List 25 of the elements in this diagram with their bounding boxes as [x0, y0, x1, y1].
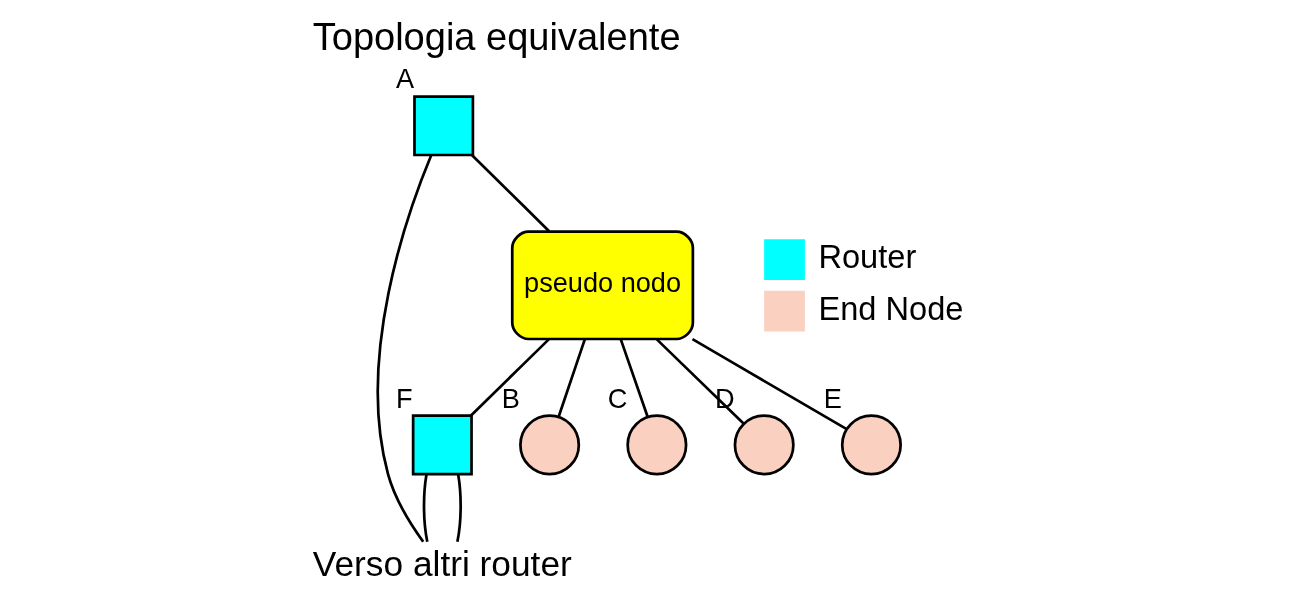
- connector: [376, 154, 433, 543]
- node-label: E: [823, 382, 842, 414]
- node-label: F: [395, 382, 413, 414]
- node-label: B: [501, 382, 520, 414]
- diagram-title: Topologia equivalente: [312, 15, 681, 58]
- connector: [470, 154, 550, 233]
- node-text: Verso altri router: [312, 543, 572, 583]
- node-box: pseudo nodo: [510, 230, 694, 341]
- connector: [556, 338, 586, 418]
- node-circle: [840, 414, 902, 476]
- connector: [469, 338, 550, 417]
- node-circle: [518, 414, 580, 476]
- node-label: C: [607, 382, 627, 414]
- connector: [655, 338, 745, 425]
- legend-label: End Node: [817, 290, 963, 327]
- connector: [619, 338, 649, 418]
- node-box: [411, 414, 473, 476]
- node-label: A: [395, 63, 414, 95]
- node-circle: [733, 414, 795, 476]
- node-box: [412, 95, 474, 157]
- connector: [691, 337, 847, 431]
- connector: [422, 474, 429, 542]
- connector: [455, 474, 462, 542]
- node-circle: [625, 414, 687, 476]
- legend-label: Router: [817, 238, 916, 275]
